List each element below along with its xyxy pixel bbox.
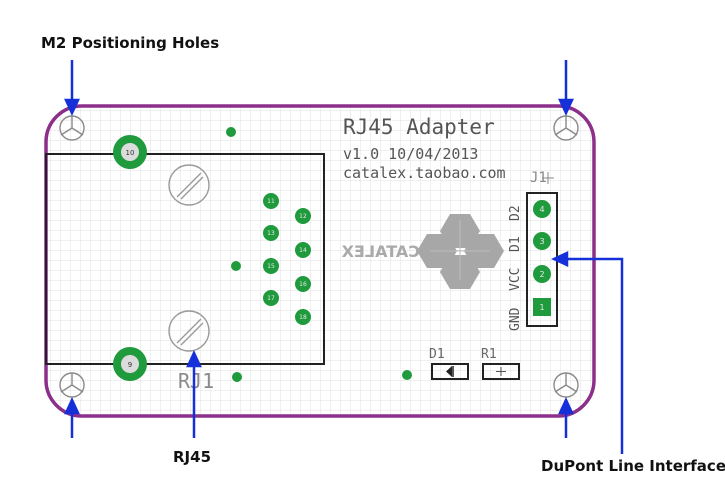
d1-led: D1: [429, 347, 469, 380]
dupont-header-j1: J1 4 3 2 1 D2 D1 VCC GND: [508, 170, 558, 331]
pad-number: 16: [299, 281, 307, 288]
r1-resistor: R1: [481, 347, 520, 380]
positioning-hole-top-left: [59, 115, 85, 141]
pad-number: 11: [267, 198, 275, 205]
mount-hole-bottom-number: 9: [128, 361, 132, 369]
positioning-holes: [59, 115, 579, 398]
positioning-hole-top-right: [553, 115, 579, 141]
d1-reference: D1: [429, 347, 445, 362]
vias: [226, 127, 412, 382]
catalex-logo-text: CATALEX: [341, 242, 420, 261]
arrow-hole-bottom-right: [558, 397, 574, 438]
arrow-hole-top-left: [64, 60, 80, 116]
arrow-rj45: [186, 350, 202, 438]
callout-rj45: RJ45: [173, 448, 212, 466]
header-pin-number: 4: [539, 205, 544, 214]
callout-dupont-interface: DuPont Line Interface: [541, 457, 725, 475]
header-pin-number: 2: [539, 270, 544, 279]
pad-number: 18: [299, 314, 307, 321]
pad-number: 14: [299, 247, 307, 254]
positioning-hole-bottom-right: [553, 372, 579, 398]
callout-positioning-holes: M2 Positioning Holes: [41, 34, 220, 52]
positioning-hole-bottom-left: [59, 372, 85, 398]
mount-hole-top-number: 10: [126, 149, 135, 157]
board-title: RJ45 Adapter: [343, 115, 495, 139]
pad-number: 15: [267, 263, 275, 270]
arrow-dupont: [551, 251, 624, 454]
pin-label-vcc: VCC: [508, 268, 523, 291]
pin-label-d2: D2: [508, 205, 523, 221]
callout-arrows: [64, 60, 624, 454]
pin-label-gnd: GND: [508, 307, 523, 331]
header-reference: J1: [530, 170, 547, 186]
pad-number: 12: [299, 213, 307, 220]
pin-label-d1: D1: [508, 236, 523, 252]
pcb-board: [44, 104, 596, 418]
rj45-connector: 10 9 11 13 15 17 12 14 16 18 RJ1: [45, 135, 325, 393]
header-pin-number: 1: [539, 303, 544, 312]
pad-number: 13: [267, 230, 275, 237]
pad-number: 17: [267, 295, 275, 302]
arrow-hole-bottom-left: [64, 397, 80, 438]
rj-reference: RJ1: [178, 369, 214, 393]
board-version: v1.0 10/04/2013: [343, 145, 478, 163]
catalex-logo: CATALEX: [341, 214, 504, 289]
arrow-hole-top-right: [558, 60, 574, 116]
header-pin-number: 3: [539, 237, 544, 246]
board-url: catalex.taobao.com: [343, 164, 506, 182]
r1-reference: R1: [481, 347, 497, 362]
